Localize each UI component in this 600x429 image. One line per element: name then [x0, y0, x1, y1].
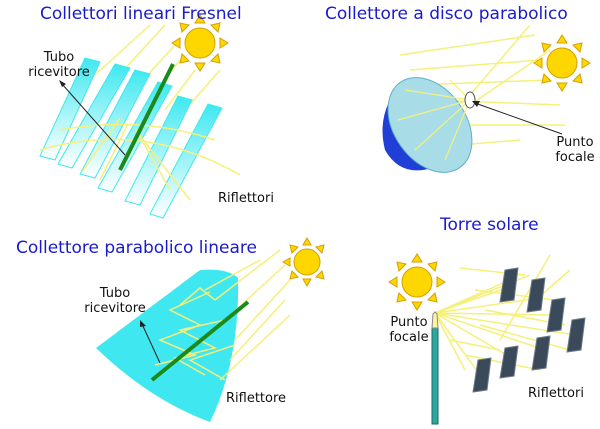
fresnel-pointer-line [61, 83, 126, 156]
dish-focal-line1: Punto [556, 135, 594, 150]
trough-pointer-arrow [140, 320, 146, 327]
tower-heliostats [472, 267, 586, 393]
fresnel-diagram [39, 14, 241, 219]
dish-pointer-line [474, 102, 563, 135]
trough-receiver-line1: Tubo [99, 286, 131, 301]
panel-trough: Collettore parabolico lineare Tubo ricev… [0, 230, 325, 429]
fresnel-reflectors [39, 57, 223, 219]
trough-pointer-line [141, 323, 161, 364]
fresnel-title: Collettori lineari Fresnel [40, 4, 242, 24]
sun-icon [388, 253, 446, 311]
dish-surface [387, 77, 473, 173]
dish-focal-line2: focale [555, 150, 595, 165]
fresnel-receiver-tube [118, 63, 175, 171]
panel-fresnel: Collettori lineari Fresnel Tubo ricevito… [0, 0, 300, 230]
sun-icon [171, 14, 229, 72]
trough-reflected-rays [154, 287, 236, 381]
trough-receiver-tube [150, 300, 250, 382]
trough-receiver-label: Tubo ricevitore [75, 286, 155, 316]
trough-reflector-label: Riflettore [226, 391, 287, 406]
dish-title: Collettore a disco parabolico [325, 4, 568, 24]
tower-focal-label: Punto focale [384, 315, 434, 345]
fresnel-receiver-line2: ricevitore [28, 65, 90, 80]
dish-focal-label: Punto focale [550, 135, 600, 165]
fresnel-reflectors-label: Riflettori [218, 191, 274, 206]
trough-sun-rays [204, 249, 291, 381]
trough-title: Collettore parabolico lineare [16, 238, 257, 258]
dish-reflected-rays [397, 79, 471, 161]
fresnel-receiver-line1: Tubo [43, 50, 75, 65]
panel-tower: Torre solare Punto focale Riflettori [300, 215, 600, 429]
sun-icon [533, 34, 591, 92]
trough-reflector [96, 269, 239, 422]
fresnel-sun-rays [94, 24, 221, 111]
tower-diagram [388, 253, 586, 425]
tower-focal-line2: focale [389, 330, 429, 345]
tower-focal-line1: Punto [390, 315, 428, 330]
panel-dish: Collettore a disco parabolico Punto foca… [300, 0, 600, 230]
trough-diagram [96, 236, 325, 422]
fresnel-pointer-arrow [59, 80, 66, 87]
fresnel-reflected-rays [39, 117, 241, 201]
tower-title: Torre solare [440, 215, 539, 235]
dish-receiver [464, 91, 476, 109]
trough-receiver-line2: ricevitore [84, 301, 146, 316]
tower-reflectors-label: Riflettori [528, 386, 584, 401]
sun-icon [281, 236, 325, 288]
tower-receiver [431, 311, 439, 329]
dish-diagram [382, 24, 591, 173]
fresnel-receiver-label: Tubo ricevitore [24, 50, 94, 80]
dish-pointer-arrow [472, 101, 480, 107]
